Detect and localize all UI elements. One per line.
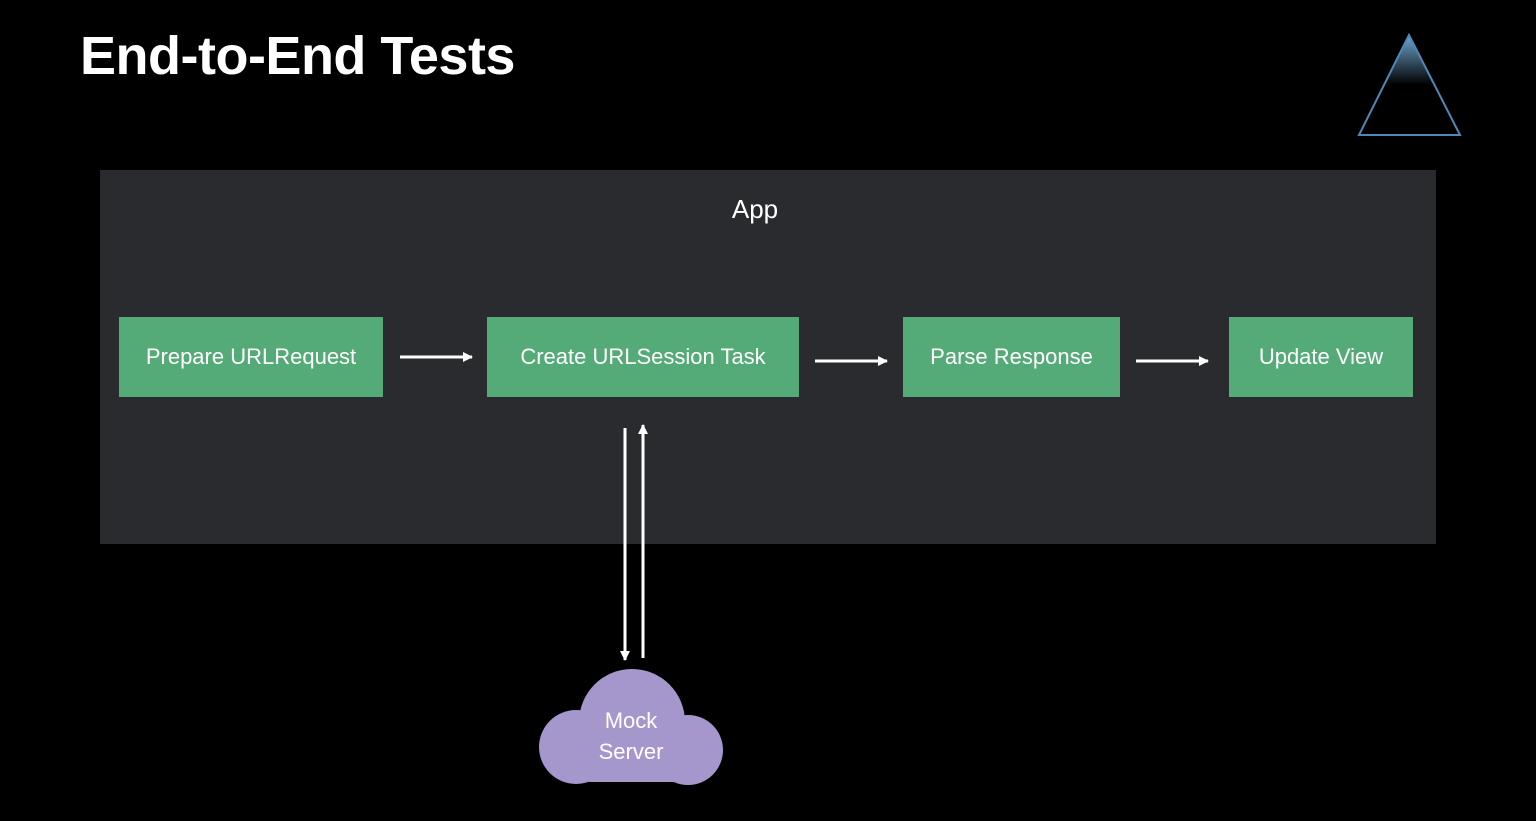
mock-server-label: Mock Server bbox=[560, 705, 702, 767]
step-parse-response: Parse Response bbox=[903, 317, 1120, 397]
slide-title: End-to-End Tests bbox=[80, 26, 515, 86]
mock-server-label-line2: Server bbox=[598, 739, 664, 764]
step-create-urlsession-task: Create URLSession Task bbox=[487, 317, 799, 397]
app-label: App bbox=[731, 194, 779, 224]
cloud-icon bbox=[539, 669, 723, 785]
step-update-view: Update View bbox=[1229, 317, 1413, 397]
mock-server-label-line1: Mock bbox=[604, 708, 658, 733]
pyramid-icon bbox=[1357, 32, 1462, 136]
step-prepare-urlrequest: Prepare URLRequest bbox=[119, 317, 383, 397]
